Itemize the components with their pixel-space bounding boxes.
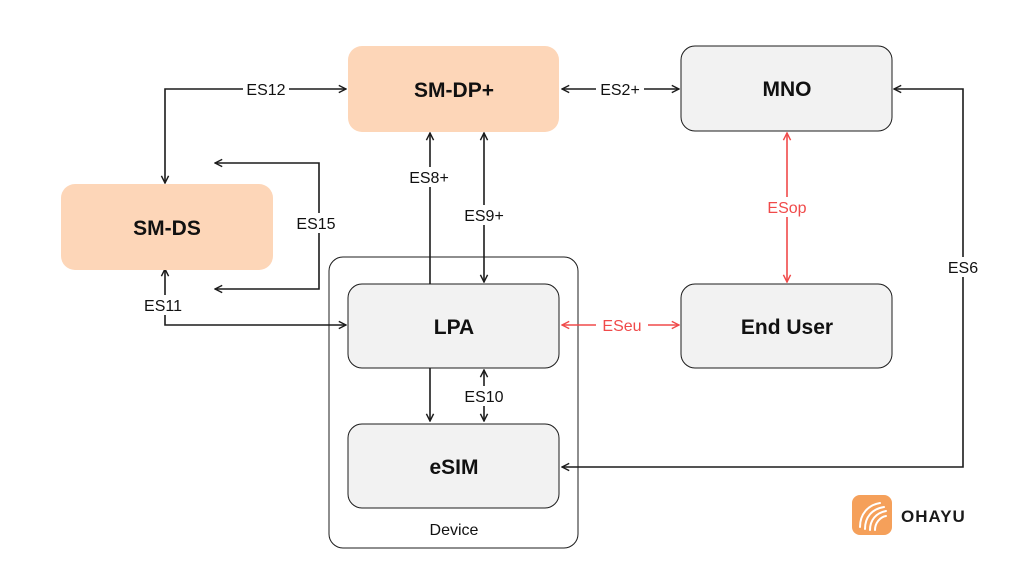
label-es15: ES15 <box>296 216 335 233</box>
label-es6: ES6 <box>948 260 978 277</box>
node-mno: MNO <box>680 45 893 132</box>
node-label-mno: MNO <box>763 78 812 101</box>
node-label-sm-ds: SM-DS <box>133 217 201 240</box>
label-es10: ES10 <box>464 389 503 406</box>
label-es8-plus: ES8+ <box>409 170 449 187</box>
label-es2-plus: ES2+ <box>600 82 640 99</box>
ohayu-logo: OHAYU <box>852 495 966 535</box>
node-end-user: End User <box>680 283 893 369</box>
node-label-end-user: End User <box>741 316 833 339</box>
node-lpa: LPA <box>347 283 560 369</box>
node-label-sm-dp-plus: SM-DP+ <box>414 79 494 102</box>
device-label: Device <box>430 522 479 539</box>
connector-es11 <box>165 269 346 325</box>
label-eseu: ESeu <box>602 318 641 335</box>
label-es12: ES12 <box>246 82 285 99</box>
ohayu-logo-icon <box>852 495 892 535</box>
label-es11: ES11 <box>144 298 182 315</box>
node-label-lpa: LPA <box>434 316 474 339</box>
label-esop: ESop <box>767 200 806 217</box>
ohayu-logo-text: OHAYU <box>901 507 966 526</box>
node-esim: eSIM <box>347 423 560 509</box>
label-es9-plus: ES9+ <box>464 208 504 225</box>
node-sm-ds: SM-DS <box>61 184 273 270</box>
node-label-esim: eSIM <box>429 456 478 479</box>
node-sm-dp-plus: SM-DP+ <box>348 46 559 132</box>
connector-es6 <box>562 89 964 467</box>
